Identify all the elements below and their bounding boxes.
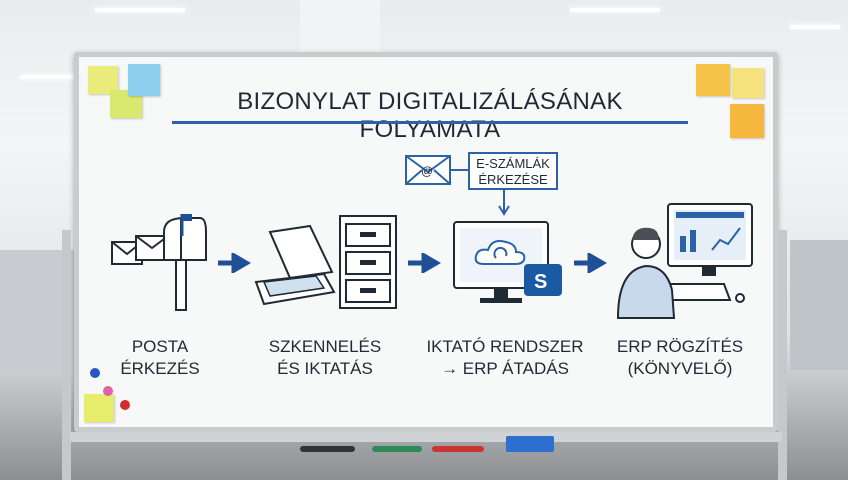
step-label-filing-system: IKTATÓ RENDSZER → ERP ÁTADÁS	[420, 336, 590, 380]
ceiling-light	[570, 8, 660, 12]
sticky-note	[84, 394, 114, 422]
scanner-filing-cabinet-icon	[254, 215, 397, 309]
step-label-line1: SZKENNELÉS	[268, 337, 382, 356]
step-label-scanning: SZKENNELÉS ÉS IKTATÁS	[250, 336, 400, 380]
step-label-line2: ÉS IKTATÁS	[277, 359, 373, 378]
ceiling-light	[95, 8, 185, 12]
arrow-right-icon	[408, 253, 441, 273]
marker-black[interactable]	[300, 446, 355, 452]
e-invoice-box: E-SZÁMLÁK ÉRKEZÉSE	[468, 152, 558, 190]
magnet	[90, 368, 100, 378]
arrow-right-icon	[574, 253, 607, 273]
diagram-title: BIZONYLAT DIGITALIZÁLÁSÁNAK FOLYAMATA	[237, 88, 623, 143]
board-stand-leg	[62, 230, 71, 480]
eraser[interactable]	[506, 436, 554, 452]
step-label-line2: (KÖNYVELŐ)	[627, 359, 733, 378]
magnet	[103, 386, 113, 396]
e-invoice-line1: E-SZÁMLÁK	[476, 156, 550, 171]
sticky-note	[730, 104, 764, 138]
step-label-line2: → ERP ÁTADÁS	[441, 359, 569, 378]
ceiling-light	[790, 25, 840, 29]
step-label-line1: ERP RÖGZÍTÉS	[616, 337, 744, 356]
step-label-posta: POSTA ÉRKEZÉS	[100, 336, 220, 380]
step-label-line1: IKTATÓ RENDSZER	[426, 337, 584, 356]
email-icon: @	[405, 155, 510, 216]
magnet	[120, 400, 130, 410]
marker-red[interactable]	[432, 446, 484, 452]
accountant-computer-icon	[616, 203, 753, 319]
sticky-note	[732, 68, 764, 98]
arrow-right-icon	[218, 253, 251, 273]
sticky-note	[696, 64, 730, 96]
computer-cloud-icon: S	[453, 221, 562, 303]
step-label-line1: POSTA	[131, 337, 189, 356]
sticky-note	[88, 66, 118, 94]
office-desk	[790, 240, 848, 370]
marker-tray	[70, 432, 782, 442]
sticky-note	[128, 64, 160, 96]
ceiling-light	[20, 75, 80, 79]
board-stand-leg	[778, 230, 787, 480]
marker-green[interactable]	[372, 446, 422, 452]
svg-text:S: S	[534, 271, 547, 293]
svg-text:@: @	[421, 164, 433, 178]
mailbox-icon	[111, 214, 207, 311]
pillar	[300, 0, 380, 52]
e-invoice-line2: ÉRKEZÉSE	[478, 172, 548, 187]
title-underline	[172, 121, 688, 124]
step-label-line2: ÉRKEZÉS	[120, 359, 200, 378]
step-label-erp: ERP RÖGZÍTÉS (KÖNYVELŐ)	[600, 336, 760, 380]
office-desk	[0, 250, 74, 370]
